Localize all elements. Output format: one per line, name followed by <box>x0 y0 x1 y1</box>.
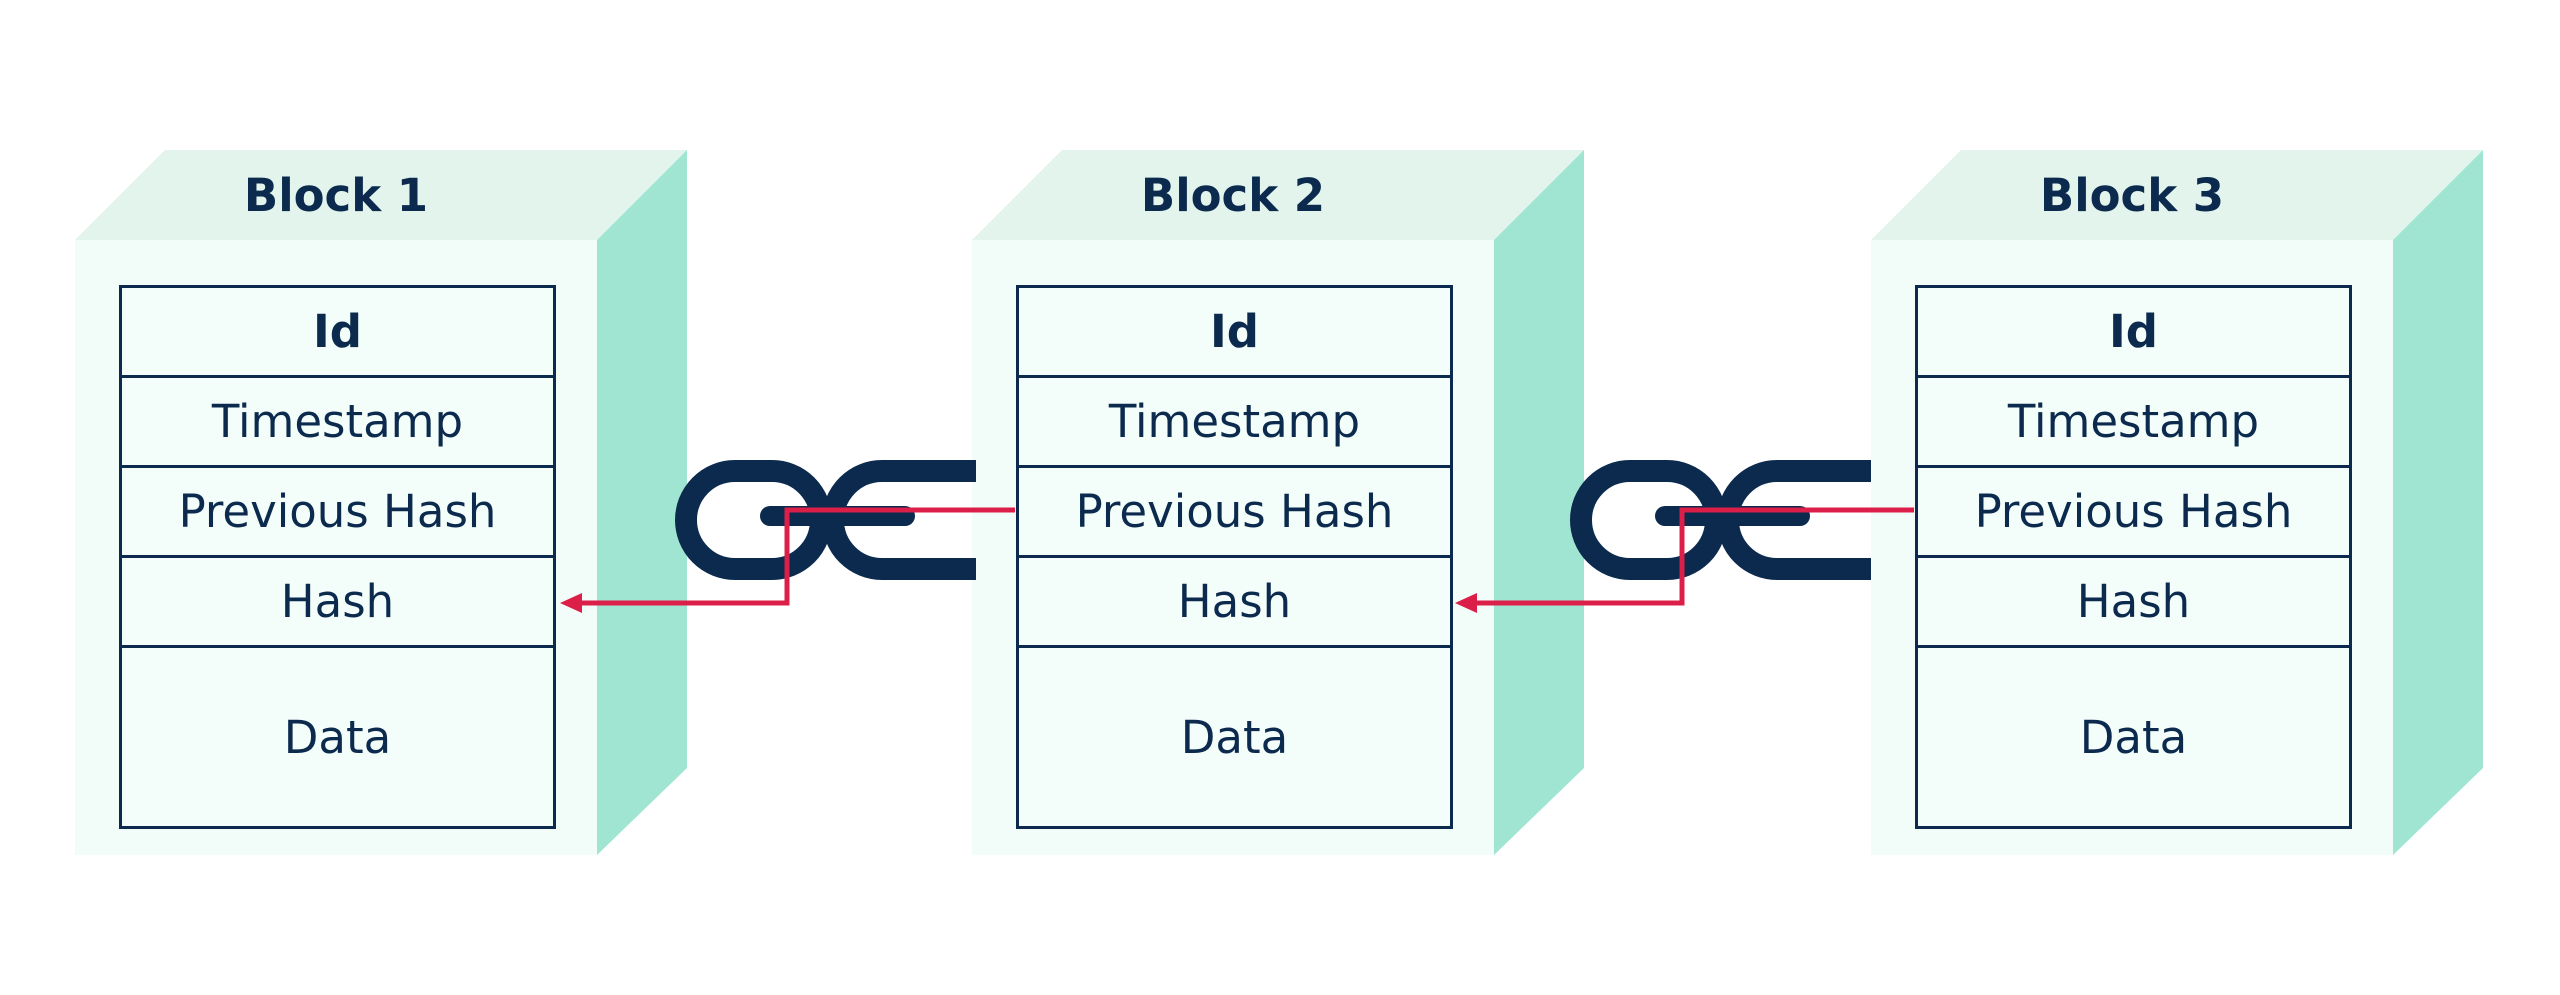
field-hash: Hash <box>1019 558 1450 648</box>
hash-pointer-arrow <box>560 507 1015 613</box>
arrowhead-icon <box>1455 593 1477 613</box>
block-cube-side <box>1494 150 1584 855</box>
field-timestamp: Timestamp <box>1019 378 1450 468</box>
field-timestamp: Timestamp <box>1918 378 2349 468</box>
block-cube-side <box>597 150 687 855</box>
field-timestamp: Timestamp <box>122 378 553 468</box>
block-fields-table: Id Timestamp Previous Hash Hash Data <box>1915 285 2352 829</box>
hash-pointer-line <box>580 507 1015 606</box>
block-title: Block 3 <box>2039 169 2225 222</box>
chain-link-icon <box>1570 460 1871 580</box>
hash-pointer-arrow <box>1455 507 1914 613</box>
arrowhead-icon <box>560 593 582 613</box>
block-cube-top <box>972 150 1584 240</box>
field-id: Id <box>1019 288 1450 378</box>
block-cube-top <box>1871 150 2483 240</box>
field-data: Data <box>2079 710 2188 764</box>
chain-link-icon <box>675 460 976 580</box>
block-fields-table: Id Timestamp Previous Hash Hash Data <box>1016 285 1453 829</box>
field-data: Data <box>1180 710 1289 764</box>
field-previous-hash: Previous Hash <box>1019 468 1450 558</box>
block-1: Block 1 Id Timestamp Previous Hash Hash … <box>75 150 687 855</box>
block-fields-table: Id Timestamp Previous Hash Hash Data <box>119 285 556 829</box>
block-cube-side <box>2393 150 2483 855</box>
field-id: Id <box>122 288 553 378</box>
field-hash: Hash <box>122 558 553 648</box>
field-previous-hash: Previous Hash <box>122 468 553 558</box>
field-previous-hash: Previous Hash <box>1918 468 2349 558</box>
block-3: Block 3 Id Timestamp Previous Hash Hash … <box>1871 150 2483 855</box>
block-title: Block 2 <box>1140 169 1326 222</box>
block-2: Block 2 Id Timestamp Previous Hash Hash … <box>972 150 1584 855</box>
block-cube-top <box>75 150 687 240</box>
field-hash: Hash <box>1918 558 2349 648</box>
block-title: Block 1 <box>243 169 429 222</box>
field-data: Data <box>283 710 392 764</box>
field-id: Id <box>1918 288 2349 378</box>
hash-pointer-line <box>1475 507 1914 606</box>
